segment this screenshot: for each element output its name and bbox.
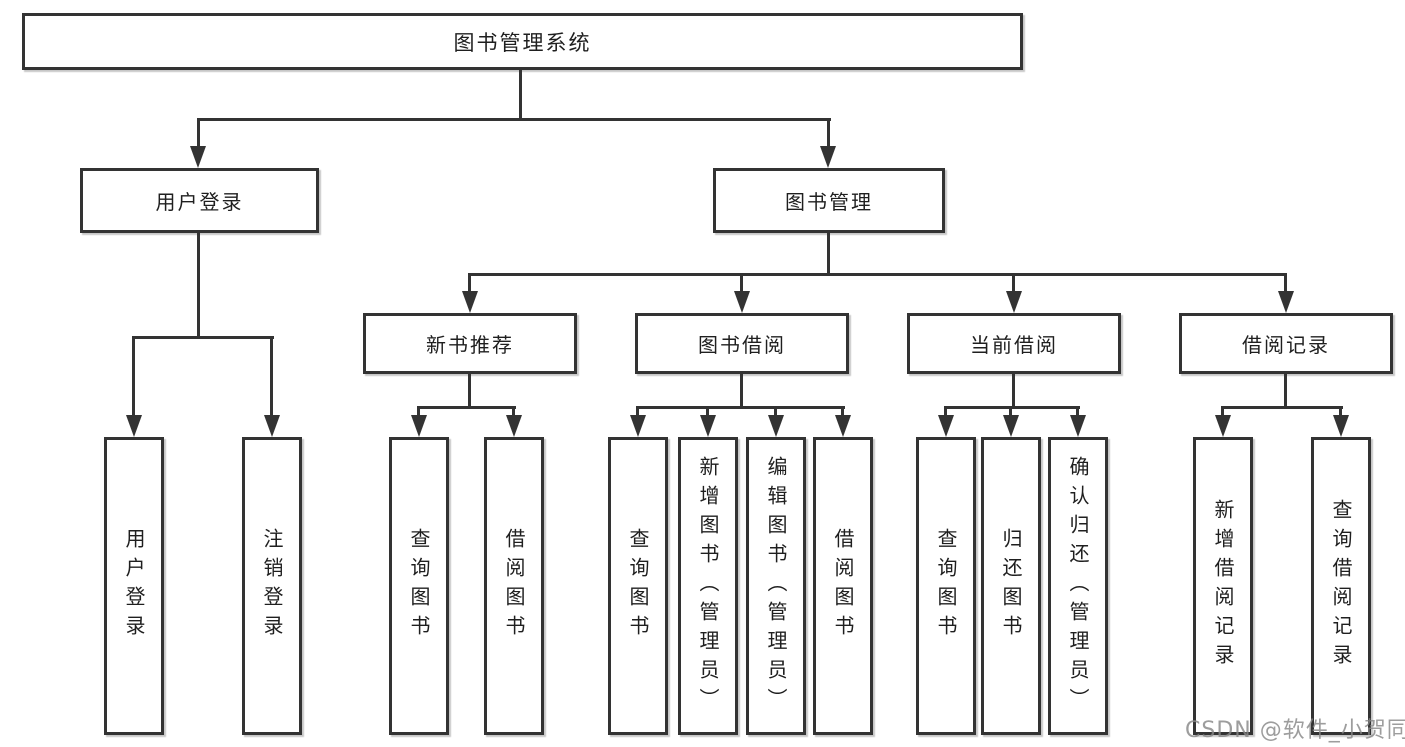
node-current-borrow-label: 当前借阅 xyxy=(970,333,1058,357)
arrow-stem xyxy=(740,273,743,293)
arrow-stem xyxy=(270,336,273,416)
arrow-head-icon xyxy=(1070,415,1086,437)
connector-user-login-stem xyxy=(197,233,200,337)
connector-user-login-bar xyxy=(132,336,274,339)
arrow-stem xyxy=(132,336,135,416)
arrow-stem xyxy=(1012,273,1015,293)
arrow-stem xyxy=(944,406,947,417)
arrow-head-icon xyxy=(1333,415,1349,437)
leaf-label: 查询图书 xyxy=(407,528,431,644)
node-new-books-label: 新书推荐 xyxy=(426,333,514,357)
arrow-stem xyxy=(468,273,471,293)
arrow-head-icon xyxy=(1006,291,1022,313)
arrow-head-icon xyxy=(820,146,836,168)
node-leaf-borrow-query: 查询图书 xyxy=(608,437,668,735)
arrow-head-icon xyxy=(630,415,646,437)
arrow-stem xyxy=(1076,406,1079,417)
leaf-label: 借阅图书 xyxy=(831,528,855,644)
node-root-label: 图书管理系统 xyxy=(453,30,592,55)
arrow-head-icon xyxy=(1278,291,1294,313)
leaf-label: 新增图书（管理员） xyxy=(696,455,720,717)
node-leaf-logout: 注销登录 xyxy=(242,437,302,735)
leaf-label: 确认归还（管理员） xyxy=(1066,455,1090,717)
node-book-borrow-label: 图书借阅 xyxy=(698,333,786,357)
arrow-head-icon xyxy=(126,415,142,437)
node-borrow-records-label: 借阅记录 xyxy=(1242,333,1330,357)
leaf-label: 查询图书 xyxy=(934,528,958,644)
arrow-stem xyxy=(706,406,709,417)
node-leaf-newbooks-borrow: 借阅图书 xyxy=(484,437,544,735)
arrow-head-icon xyxy=(938,415,954,437)
connector-current-borrow-stem xyxy=(1012,374,1015,408)
node-leaf-user-login: 用户登录 xyxy=(104,437,164,735)
arrow-head-icon xyxy=(1003,415,1019,437)
node-user-login-label: 用户登录 xyxy=(155,190,244,214)
connector-borrow-records-stem xyxy=(1284,374,1287,408)
arrow-head-icon xyxy=(835,415,851,437)
connector-borrow-records-bar xyxy=(1221,406,1343,409)
node-leaf-current-query: 查询图书 xyxy=(916,437,976,735)
node-leaf-borrow-borrow: 借阅图书 xyxy=(813,437,873,735)
node-root: 图书管理系统 xyxy=(22,13,1023,70)
node-current-borrow: 当前借阅 xyxy=(907,313,1121,374)
leaf-label: 注销登录 xyxy=(260,528,284,644)
node-borrow-records: 借阅记录 xyxy=(1179,313,1393,374)
arrow-head-icon xyxy=(190,146,206,168)
arrow-stem xyxy=(1284,273,1287,293)
node-leaf-borrow-edit: 编辑图书（管理员） xyxy=(746,437,806,735)
node-leaf-current-confirm: 确认归还（管理员） xyxy=(1048,437,1108,735)
leaf-label: 查询图书 xyxy=(626,528,650,644)
arrow-stem xyxy=(827,118,830,148)
node-leaf-borrow-add: 新增图书（管理员） xyxy=(678,437,738,735)
leaf-label: 归还图书 xyxy=(999,528,1023,644)
node-new-books: 新书推荐 xyxy=(363,313,577,374)
leaf-label: 查询借阅记录 xyxy=(1329,499,1353,673)
arrow-head-icon xyxy=(1215,415,1231,437)
arrow-head-icon xyxy=(462,291,478,313)
connector-new-books-stem xyxy=(468,374,471,408)
leaf-label: 新增借阅记录 xyxy=(1211,499,1235,673)
arrow-stem xyxy=(417,406,420,417)
arrow-head-icon xyxy=(264,415,280,437)
arrow-stem xyxy=(1221,406,1224,417)
arrow-head-icon xyxy=(506,415,522,437)
node-leaf-newbooks-query: 查询图书 xyxy=(389,437,449,735)
connector-root-bar xyxy=(198,118,831,121)
connector-current-borrow-bar xyxy=(944,406,1080,409)
connector-book-borrow-bar xyxy=(636,406,845,409)
node-user-login: 用户登录 xyxy=(80,168,319,233)
node-leaf-records-query: 查询借阅记录 xyxy=(1311,437,1371,735)
node-book-borrow: 图书借阅 xyxy=(635,313,849,374)
arrow-head-icon xyxy=(411,415,427,437)
arrow-head-icon xyxy=(700,415,716,437)
connector-new-books-bar xyxy=(417,406,516,409)
arrow-stem xyxy=(512,406,515,417)
connector-book-mgmt-bar xyxy=(468,273,1287,276)
arrow-stem xyxy=(1339,406,1342,417)
leaf-label: 借阅图书 xyxy=(502,528,526,644)
node-leaf-records-add: 新增借阅记录 xyxy=(1193,437,1253,735)
arrow-stem xyxy=(1009,406,1012,417)
arrow-stem xyxy=(774,406,777,417)
leaf-label: 用户登录 xyxy=(122,528,146,644)
node-leaf-current-return: 归还图书 xyxy=(981,437,1041,735)
connector-root-stem xyxy=(519,70,522,118)
arrow-stem xyxy=(841,406,844,417)
arrow-stem xyxy=(197,118,200,148)
arrow-head-icon xyxy=(768,415,784,437)
csdn-watermark: CSDN @软件_小贺同学 xyxy=(1185,718,1405,743)
connector-book-mgmt-stem xyxy=(827,233,830,275)
arrow-stem xyxy=(636,406,639,417)
node-book-mgmt-label: 图书管理 xyxy=(785,190,873,214)
node-book-mgmt: 图书管理 xyxy=(713,168,945,233)
arrow-head-icon xyxy=(734,291,750,313)
leaf-label: 编辑图书（管理员） xyxy=(764,455,788,717)
connector-book-borrow-stem xyxy=(740,374,743,408)
